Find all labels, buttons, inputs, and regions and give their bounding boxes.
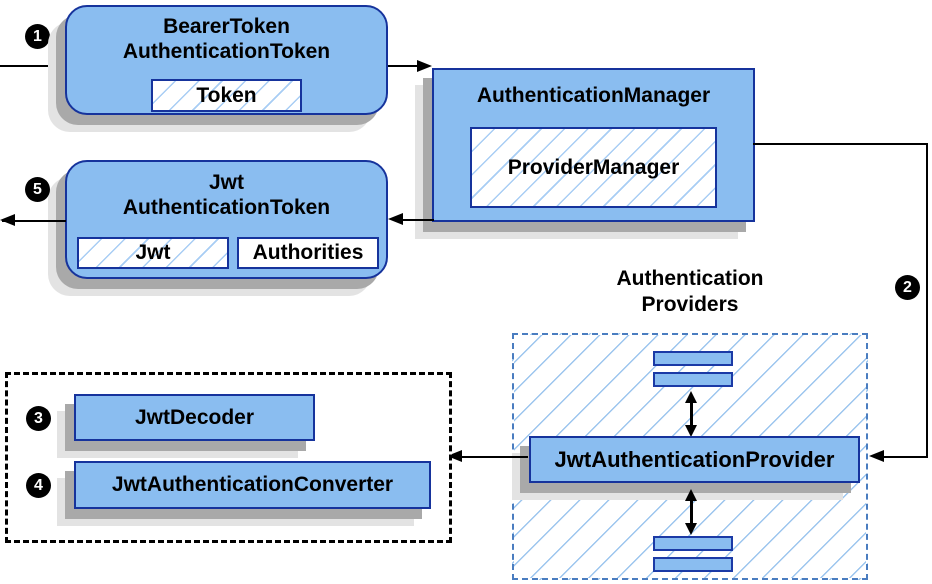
authentication-providers-group: JwtAuthenticationProvider bbox=[512, 333, 868, 580]
step-badge-2: 2 bbox=[895, 275, 920, 300]
providers-label-line2: Providers bbox=[641, 293, 739, 316]
node-bearer-token-authentication-token: BearerToken AuthenticationToken Token bbox=[65, 5, 388, 115]
step-badge-1: 1 bbox=[25, 24, 50, 49]
double-arrow-icon bbox=[685, 489, 698, 535]
node-jwt-authentication-provider: JwtAuthenticationProvider bbox=[529, 436, 860, 483]
authentication-providers-label: Authentication Providers bbox=[575, 266, 805, 318]
provider-placeholder-bar bbox=[653, 557, 733, 572]
chip-provider-manager: ProviderManager bbox=[470, 127, 717, 208]
jwt-token-title-line2: AuthenticationToken bbox=[122, 196, 331, 219]
step-badge-4: 4 bbox=[26, 473, 51, 498]
chip-authorities: Authorities bbox=[237, 237, 379, 269]
providers-label-line1: Authentication bbox=[616, 267, 764, 290]
step-badge-3: 3 bbox=[26, 406, 51, 431]
node-jwt-authentication-converter: JwtAuthenticationConverter bbox=[74, 461, 431, 509]
node-jwt-authentication-token: Jwt AuthenticationToken Jwt Authorities bbox=[65, 160, 388, 279]
connector-incoming-request bbox=[0, 65, 66, 67]
bearer-token-title-line2: AuthenticationToken bbox=[122, 40, 331, 63]
provider-placeholder-bar bbox=[653, 372, 733, 387]
node-authentication-manager: AuthenticationManager ProviderManager bbox=[432, 68, 755, 222]
decoder-converter-group: JwtDecoder JwtAuthenticationConverter bbox=[5, 372, 452, 543]
connector-outgoing-result bbox=[2, 220, 66, 222]
node-jwt-decoder: JwtDecoder bbox=[74, 394, 315, 441]
provider-placeholder-bar bbox=[653, 351, 733, 366]
provider-placeholder-bar bbox=[653, 536, 733, 551]
arrowhead-right-icon bbox=[417, 60, 432, 72]
chip-token: Token bbox=[151, 79, 302, 112]
arrowhead-left-icon bbox=[388, 213, 403, 225]
connector-manager-to-jwt-token bbox=[402, 219, 434, 221]
arrowhead-left-icon bbox=[0, 214, 15, 226]
chip-jwt: Jwt bbox=[77, 237, 229, 269]
connector-bearer-to-manager bbox=[388, 65, 419, 67]
authentication-manager-title: AuthenticationManager bbox=[476, 84, 711, 107]
step-badge-5: 5 bbox=[25, 177, 50, 202]
connector-step2-bottom bbox=[884, 456, 928, 458]
jwt-token-title-line1: Jwt bbox=[208, 171, 244, 194]
double-arrow-icon bbox=[685, 391, 698, 437]
arrowhead-left-icon bbox=[869, 450, 884, 462]
bearer-token-title-line1: BearerToken bbox=[163, 15, 290, 38]
connector-step2-top bbox=[753, 143, 928, 145]
connector-provider-to-decoder-group bbox=[459, 456, 528, 458]
connector-step2-vertical bbox=[926, 143, 928, 458]
